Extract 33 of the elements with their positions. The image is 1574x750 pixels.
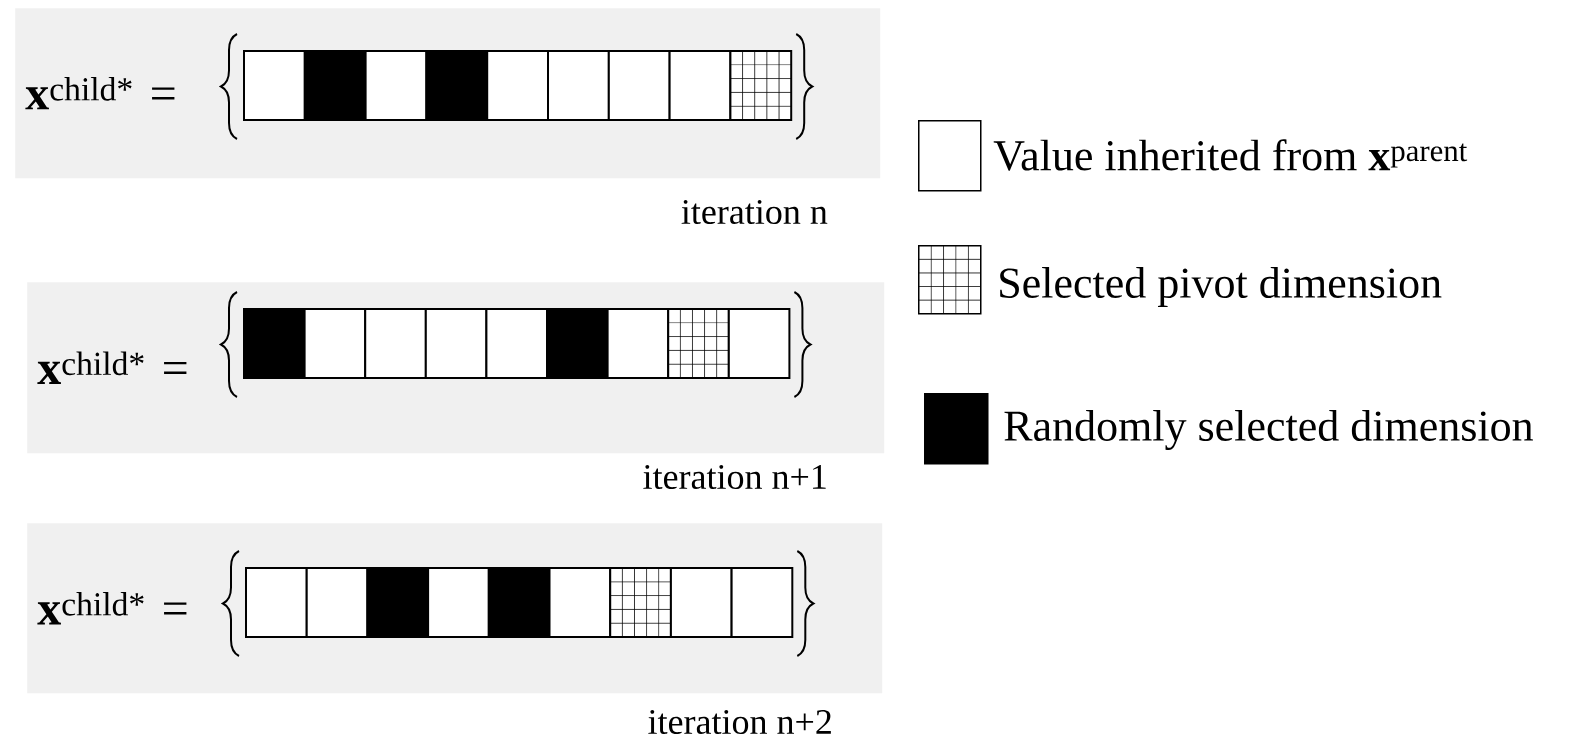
- legend-text: Value inherited from x$^{parent}$: [993, 139, 1468, 171]
- cell: [668, 50, 732, 121]
- cell: [606, 308, 670, 379]
- filled-cell: [366, 567, 430, 638]
- cell: [424, 308, 488, 379]
- filled-cell: [243, 308, 306, 379]
- cell: [548, 567, 612, 638]
- grid-cell: [609, 567, 672, 638]
- cell: [485, 308, 548, 379]
- cell: [245, 567, 308, 638]
- legend-text: Selected pivot dimension: [1000, 267, 1442, 307]
- cell: [303, 308, 367, 379]
- cell: [486, 50, 549, 121]
- cell: [243, 50, 306, 121]
- grid-cell: [729, 50, 793, 121]
- cell: [427, 567, 490, 638]
- caption-text: iteration n: [681, 199, 828, 225]
- cell: [607, 50, 671, 121]
- grid-cell: [667, 308, 730, 379]
- cell: [727, 308, 791, 379]
- legend-text: Randomly selected dimension: [1004, 410, 1533, 450]
- cell: [547, 50, 610, 121]
- caption-text: iteration n+2: [648, 709, 831, 735]
- cell: [669, 567, 733, 638]
- cell: [305, 567, 369, 638]
- cell: [364, 308, 427, 379]
- filled-cell: [487, 567, 551, 638]
- caption-text: iteration n+1: [643, 464, 826, 490]
- cell: [364, 50, 428, 121]
- filled-cell: [546, 308, 609, 379]
- filled-cell: [303, 50, 367, 121]
- filled-cell: [425, 50, 489, 121]
- cell: [730, 567, 794, 638]
